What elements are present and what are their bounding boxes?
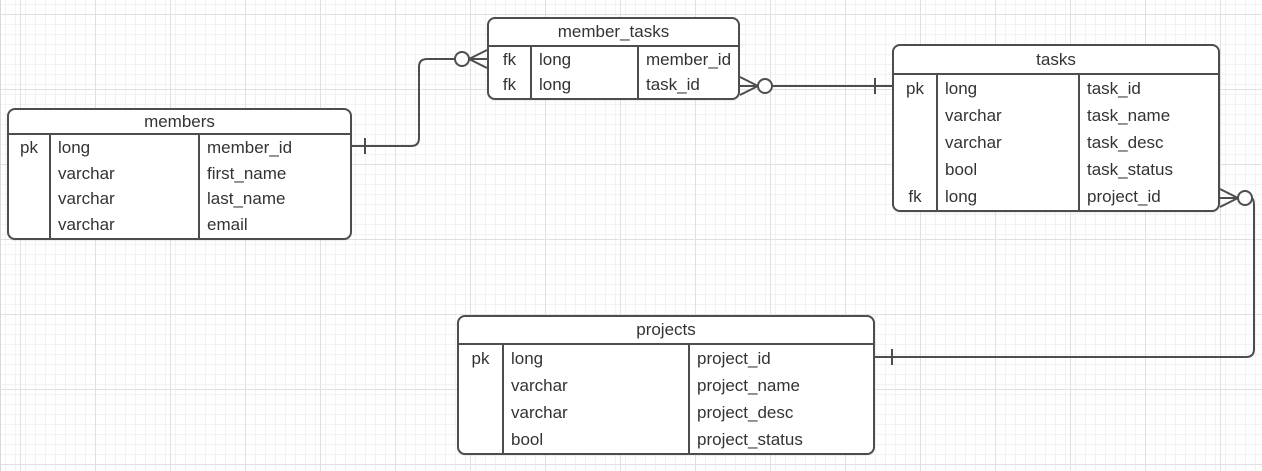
key-cell <box>459 372 504 399</box>
zero-circle-marker <box>455 52 469 66</box>
table-row[interactable]: pk long member_id <box>9 135 350 161</box>
type-cell: varchar <box>504 399 690 426</box>
crow-foot-marker <box>1220 189 1238 207</box>
zero-circle-marker <box>758 79 772 93</box>
table-title[interactable]: members <box>9 110 350 135</box>
type-cell: varchar <box>938 129 1080 156</box>
entity-table-member-tasks[interactable]: member_tasks fk long member_id fk long t… <box>487 17 740 100</box>
entity-table-tasks[interactable]: tasks pk long task_id varchar task_name … <box>892 44 1220 212</box>
table-row[interactable]: bool task_status <box>894 156 1218 183</box>
table-row[interactable]: fk long task_id <box>489 72 738 98</box>
key-cell: fk <box>894 183 938 210</box>
table-row[interactable]: varchar first_name <box>9 160 350 187</box>
crow-foot-marker <box>469 50 487 68</box>
key-cell <box>459 399 504 426</box>
type-cell: varchar <box>51 160 200 187</box>
type-cell: varchar <box>51 212 200 238</box>
table-title[interactable]: projects <box>459 317 873 345</box>
type-cell: long <box>938 75 1080 102</box>
name-cell: member_id <box>646 49 732 69</box>
name-cell: project_status <box>697 429 803 449</box>
crow-foot-marker <box>740 77 758 95</box>
table-row[interactable]: varchar project_desc <box>459 399 873 426</box>
key-cell <box>894 102 938 129</box>
key-cell <box>9 212 51 238</box>
table-body: fk long member_id fk long task_id <box>489 47 738 98</box>
type-cell: varchar <box>51 186 200 213</box>
table-row[interactable]: varchar email <box>9 212 350 238</box>
table-title[interactable]: member_tasks <box>489 19 738 47</box>
relationship-member_tasks-tasks[interactable] <box>740 77 892 95</box>
key-cell <box>459 426 504 453</box>
name-cell: task_desc <box>1087 132 1164 152</box>
name-cell: first_name <box>207 163 287 183</box>
relationship-members-member_tasks[interactable] <box>352 50 487 154</box>
key-cell: pk <box>9 135 51 161</box>
name-cell: project_id <box>1087 186 1161 206</box>
name-cell: email <box>207 215 248 235</box>
table-body: pk long task_id varchar task_name varcha… <box>894 75 1218 210</box>
type-cell: long <box>532 72 639 98</box>
table-row[interactable]: varchar task_desc <box>894 129 1218 156</box>
table-row[interactable]: fk long member_id <box>489 47 738 73</box>
key-cell <box>9 186 51 213</box>
table-row[interactable]: pk long task_id <box>894 75 1218 102</box>
key-cell: fk <box>489 72 532 98</box>
name-cell: project_desc <box>697 402 794 422</box>
table-row[interactable]: varchar last_name <box>9 186 350 213</box>
table-row[interactable]: varchar project_name <box>459 372 873 399</box>
key-cell <box>9 160 51 187</box>
type-cell: varchar <box>938 102 1080 129</box>
entity-table-projects[interactable]: projects pk long project_id varchar proj… <box>457 315 875 455</box>
table-body: pk long project_id varchar project_name … <box>459 345 873 453</box>
key-cell: pk <box>894 75 938 102</box>
connector-line[interactable] <box>352 59 455 146</box>
name-cell: task_name <box>1087 105 1171 125</box>
entity-table-members[interactable]: members pk long member_id varchar first_… <box>7 108 352 240</box>
table-row[interactable]: pk long project_id <box>459 345 873 372</box>
type-cell: varchar <box>504 372 690 399</box>
key-cell: pk <box>459 345 504 372</box>
key-cell: fk <box>489 47 532 73</box>
type-cell: long <box>532 47 639 73</box>
name-cell: last_name <box>207 189 286 209</box>
connector-line[interactable] <box>875 198 1254 357</box>
type-cell: long <box>938 183 1080 210</box>
name-cell: project_name <box>697 375 801 395</box>
name-cell: task_id <box>646 75 700 95</box>
name-cell: task_status <box>1087 159 1173 179</box>
name-cell: member_id <box>207 137 293 157</box>
name-cell: task_id <box>1087 78 1141 98</box>
zero-circle-marker <box>1238 191 1252 205</box>
key-cell <box>894 129 938 156</box>
table-row[interactable]: fk long project_id <box>894 183 1218 210</box>
key-cell <box>894 156 938 183</box>
table-row[interactable]: bool project_status <box>459 426 873 453</box>
type-cell: long <box>504 345 690 372</box>
type-cell: bool <box>938 156 1080 183</box>
table-row[interactable]: varchar task_name <box>894 102 1218 129</box>
canvas-edge-line <box>0 0 1 471</box>
relationship-tasks-projects[interactable] <box>875 189 1254 365</box>
type-cell: bool <box>504 426 690 453</box>
table-title[interactable]: tasks <box>894 46 1218 75</box>
name-cell: project_id <box>697 348 771 368</box>
type-cell: long <box>51 135 200 161</box>
table-body: pk long member_id varchar first_name var… <box>9 135 350 238</box>
